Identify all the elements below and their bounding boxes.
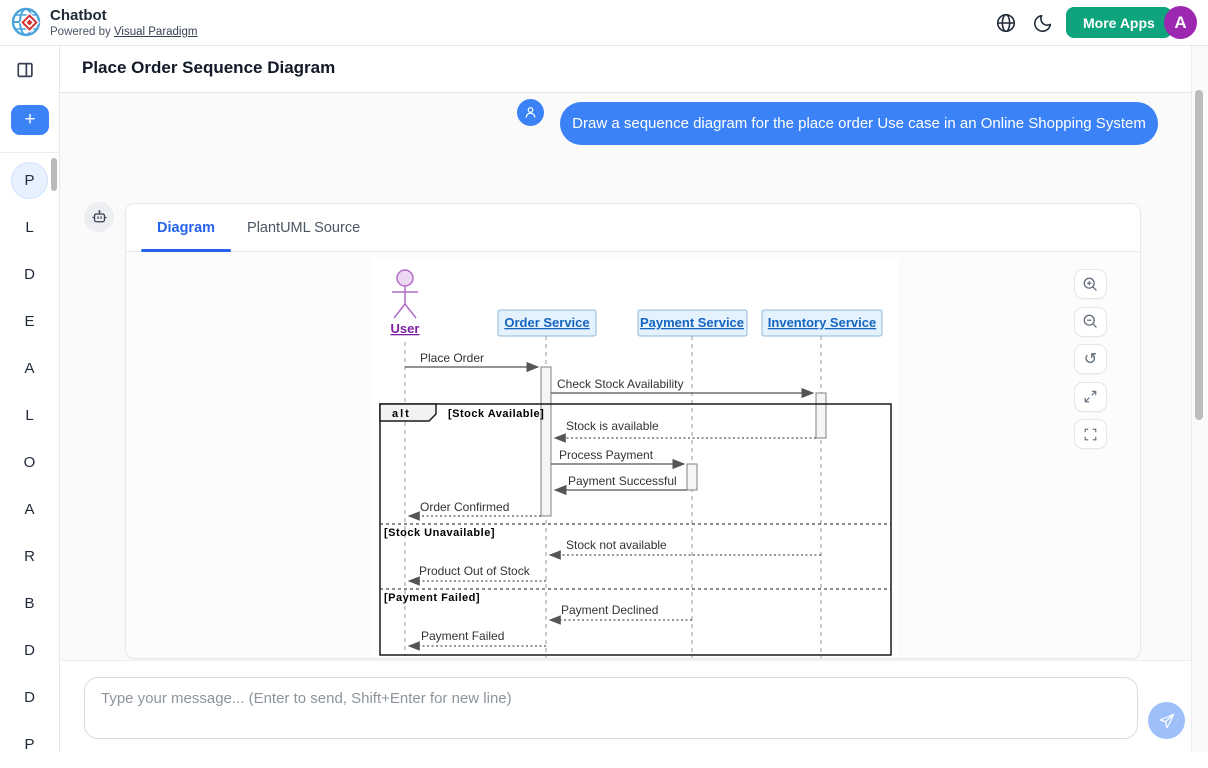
user-message-bubble: Draw a sequence diagram for the place or… xyxy=(560,102,1158,145)
top-header: Chatbot Powered by Visual Paradigm More … xyxy=(0,0,1208,46)
bot-icon xyxy=(91,209,107,222)
powered-by-text: Powered by xyxy=(50,26,111,38)
conversation-item[interactable]: R xyxy=(0,533,59,580)
participant-inventory-service: Inventory Service xyxy=(768,315,876,330)
chat-message-area: Draw a sequence diagram for the place or… xyxy=(60,93,1208,660)
fragment-guard: [Payment Failed] xyxy=(384,592,480,604)
message-label: Check Stock Availability xyxy=(557,377,684,391)
conversation-initial: P xyxy=(11,162,48,199)
conversation-initial: B xyxy=(24,595,35,612)
conversation-initial: D xyxy=(24,266,35,283)
page-scrollbar-track[interactable] xyxy=(1191,46,1208,752)
language-icon[interactable] xyxy=(995,12,1017,34)
panel-toggle-icon[interactable] xyxy=(17,62,34,78)
conversation-item[interactable]: A xyxy=(0,486,59,533)
conversation-item[interactable]: O xyxy=(0,439,59,486)
conversation-item[interactable]: D xyxy=(0,251,59,298)
more-apps-button[interactable]: More Apps xyxy=(1066,7,1172,38)
zoom-in-button[interactable] xyxy=(1074,269,1107,299)
app-title: Chatbot xyxy=(50,7,107,24)
visual-paradigm-link[interactable]: Visual Paradigm xyxy=(113,26,198,38)
conversation-initial: E xyxy=(24,313,35,330)
messages: Place Order Check Stock Availability xyxy=(405,351,815,399)
zoom-in-icon xyxy=(1083,277,1097,291)
dark-mode-icon[interactable] xyxy=(1032,12,1054,34)
conversation-initial: L xyxy=(25,219,34,236)
send-button[interactable] xyxy=(1148,702,1185,739)
message-label: Payment Failed xyxy=(421,629,504,643)
conversation-item[interactable]: A xyxy=(0,345,59,392)
conversation-initial: R xyxy=(24,548,35,565)
reset-icon: ↺ xyxy=(1083,351,1098,368)
powered-by: Powered by Visual Paradigm xyxy=(50,26,197,38)
sidebar-divider xyxy=(0,152,59,153)
message-input-bar xyxy=(60,660,1208,752)
expand-button[interactable] xyxy=(1074,381,1107,412)
fullscreen-icon xyxy=(1084,428,1097,440)
user-icon xyxy=(525,107,536,118)
page-scrollbar-thumb[interactable] xyxy=(1195,90,1203,420)
message-input[interactable] xyxy=(84,677,1138,739)
bot-response-card: Diagram PlantUML Source xyxy=(125,203,1141,659)
bot-message-avatar xyxy=(84,202,114,232)
message-label: Payment Successful xyxy=(568,474,677,488)
diagram-controls: ↺ xyxy=(1074,269,1107,457)
message-label: Product Out of Stock xyxy=(419,564,531,578)
conversation-item[interactable]: D xyxy=(0,627,59,674)
conversation-titlebar: Place Order Sequence Diagram xyxy=(60,46,1208,93)
conversation-item[interactable]: L xyxy=(0,204,59,251)
conversation-initial: O xyxy=(23,454,36,471)
participant-payment-service: Payment Service xyxy=(640,315,744,330)
conversation-initial: A xyxy=(24,501,35,518)
conversation-initial: D xyxy=(24,642,35,659)
actor-user: User xyxy=(391,269,420,336)
actor-label: User xyxy=(391,321,420,336)
send-icon xyxy=(1159,713,1174,728)
message-label: Stock not available xyxy=(566,538,667,552)
diagram-canvas[interactable]: User Order Service Payment Service Inven… xyxy=(126,252,1140,658)
message-label: Stock is available xyxy=(566,419,659,433)
sequence-diagram: User Order Service Payment Service Inven… xyxy=(372,258,898,658)
conversation-list: P L D E A L O A R B D D P xyxy=(0,157,59,768)
tab-plantuml-source[interactable]: PlantUML Source xyxy=(247,219,361,236)
conversation-initial: P xyxy=(24,736,35,753)
page-title: Place Order Sequence Diagram xyxy=(82,58,336,77)
conversation-item[interactable]: B xyxy=(0,580,59,627)
tab-diagram[interactable]: Diagram xyxy=(141,204,232,252)
fragment-guard: [Stock Available] xyxy=(448,408,544,420)
conversation-item[interactable]: P xyxy=(0,157,59,204)
activation-bars xyxy=(540,366,827,517)
zoom-out-button[interactable] xyxy=(1074,306,1107,337)
fragment-operator: alt xyxy=(392,408,411,420)
conversation-initial: A xyxy=(24,360,35,377)
zoom-out-icon xyxy=(1083,314,1097,328)
response-tabbar: Diagram PlantUML Source xyxy=(126,204,1140,252)
fullscreen-button[interactable] xyxy=(1074,419,1107,449)
participant-order-service: Order Service xyxy=(504,315,589,330)
participants: Order Service Payment Service Inventory … xyxy=(497,309,883,337)
reset-view-button[interactable]: ↺ xyxy=(1074,344,1107,374)
conversation-initial: L xyxy=(25,407,34,424)
user-message-avatar xyxy=(517,99,544,126)
sidebar: + P L D E A L O A R B D D P xyxy=(0,46,60,753)
conversation-item[interactable]: P xyxy=(0,721,59,768)
new-chat-button[interactable]: + xyxy=(11,105,49,135)
conversation-item[interactable]: L xyxy=(0,392,59,439)
alt-fragment: alt [Stock Available] Stock is available… xyxy=(379,403,892,656)
visual-paradigm-logo-icon xyxy=(11,7,41,37)
conversation-initial: D xyxy=(24,689,35,706)
sidebar-scrollbar[interactable] xyxy=(51,158,57,191)
conversation-item[interactable]: E xyxy=(0,298,59,345)
message-label: Process Payment xyxy=(559,448,654,462)
expand-icon xyxy=(1084,390,1097,403)
fragment-guard: [Stock Unavailable] xyxy=(384,527,495,539)
message-label: Order Confirmed xyxy=(420,500,509,514)
user-account-avatar[interactable]: A xyxy=(1164,6,1197,39)
message-label: Payment Declined xyxy=(561,603,658,617)
message-label: Place Order xyxy=(420,351,484,365)
conversation-item[interactable]: D xyxy=(0,674,59,721)
